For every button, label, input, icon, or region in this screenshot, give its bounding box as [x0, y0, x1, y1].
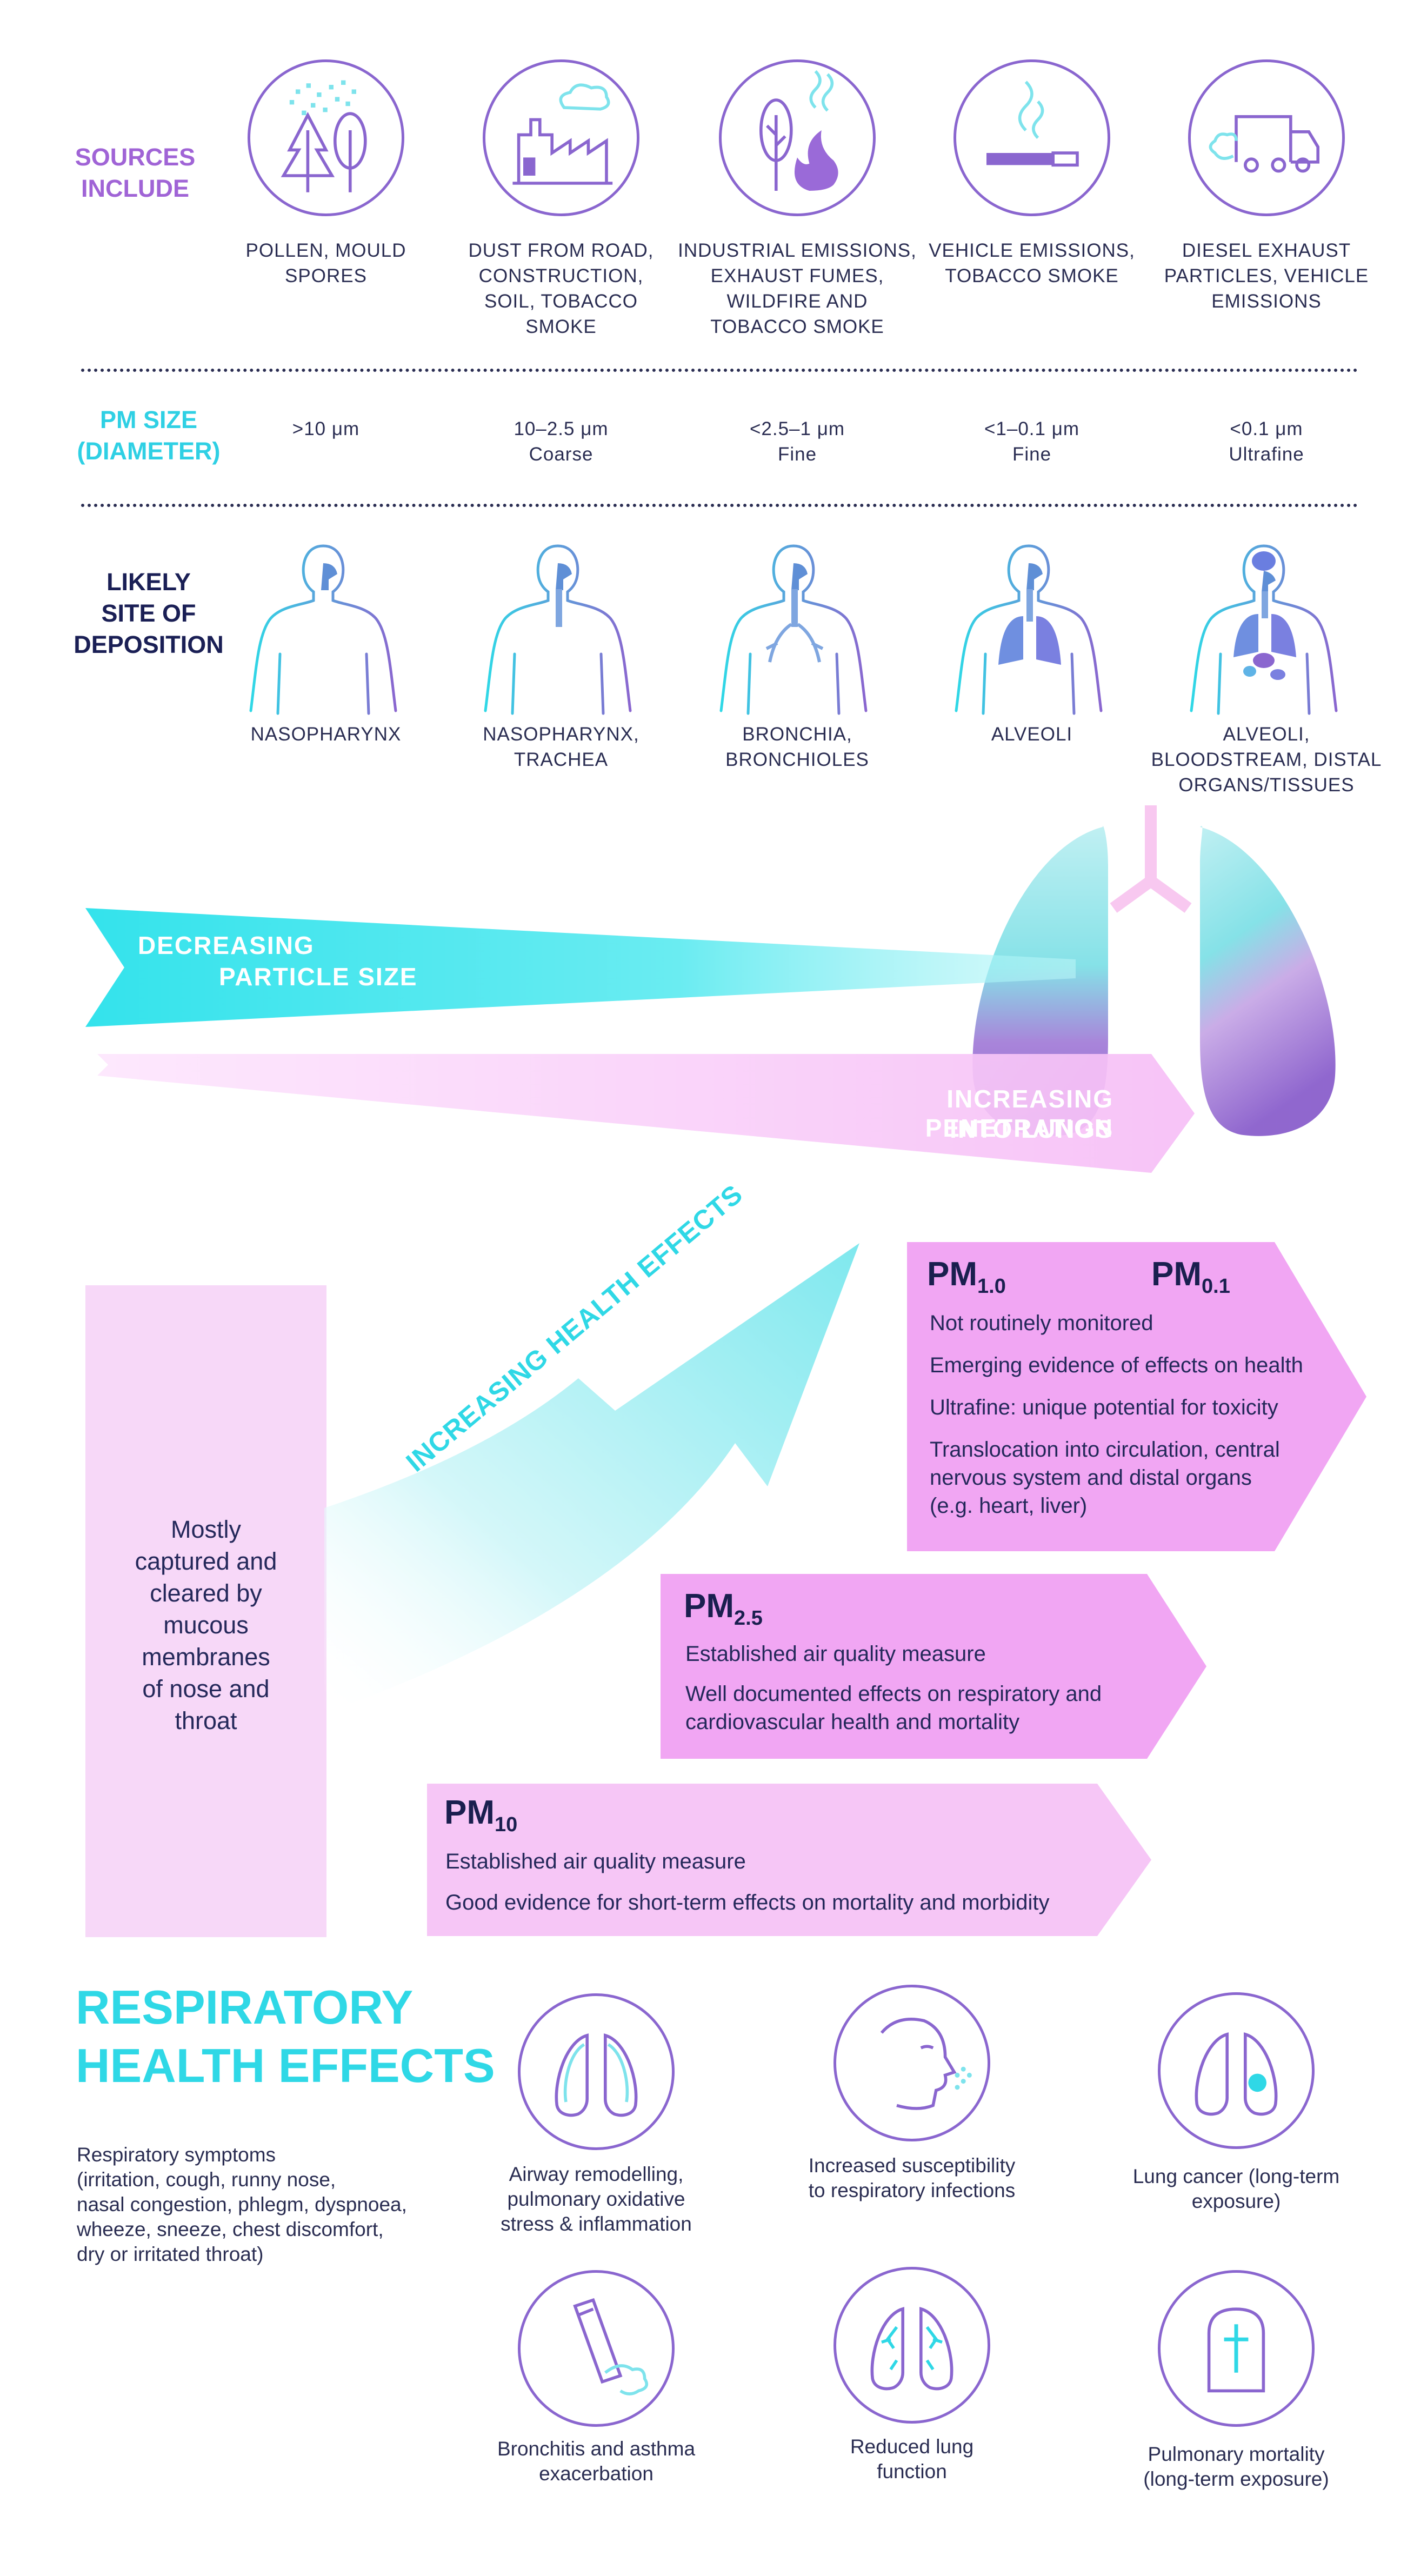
health-effects-arrow — [324, 1243, 859, 1713]
respiratory-heading: RESPIRATORY HEALTH EFFECTS — [76, 1978, 495, 2095]
pm10-title: PM10 — [444, 1794, 518, 1836]
mostly-captured-panel — [85, 1285, 326, 1937]
pm-size-value: <2.5–1 μm — [749, 418, 845, 439]
lung-cancer-icon — [1158, 1992, 1315, 2149]
effect-label-mortality: Pulmonary mortality (long-term exposure) — [1143, 2443, 1329, 2490]
body-figure-bronchia — [712, 535, 875, 719]
pm1-fact: Translocation into circulation, central … — [930, 1438, 1280, 1518]
pm-size-value: >10 μm — [292, 418, 360, 439]
effect-label-airway: Airway remodelling, pulmonary oxidative … — [501, 2163, 692, 2235]
pm-size-label: Fine — [777, 444, 817, 465]
deposition-label: ALVEOLI — [991, 724, 1073, 745]
increasing-arrow-label: INCREASING PENETRATION — [925, 1085, 1113, 1142]
mostly-captured-text: Mostly captured and cleared by mucous me… — [135, 1516, 277, 1734]
deposition-row-heading: LIKELY SITE OF DEPOSITION — [74, 568, 224, 658]
deposition-label: BRONCHIA, BRONCHIOLES — [725, 724, 869, 770]
pm25-card — [661, 1574, 1206, 1759]
respiratory-symptoms-text: Respiratory symptoms (irritation, cough,… — [77, 2144, 407, 2265]
source-label-industrial: INDUSTRIAL EMISSIONS, EXHAUST FUMES, WIL… — [678, 240, 917, 337]
pm-size-value: <0.1 μm — [1230, 418, 1303, 439]
effect-label-cancer: Lung cancer (long-term exposure) — [1132, 2165, 1340, 2212]
pm1-fact: Ultrafine: unique potential for toxicity — [930, 1396, 1278, 1419]
pm-size-label: Coarse — [529, 444, 594, 465]
pm-size-label: Ultrafine — [1229, 444, 1304, 465]
wildfire-icon — [719, 59, 876, 216]
pm10-card — [427, 1784, 1151, 1936]
pm10-fact: Good evidence for short-term effects on … — [445, 1891, 1050, 1914]
decreasing-arrow-label: PARTICLE SIZE — [219, 963, 418, 991]
deposition-label: ALVEOLI, BLOODSTREAM, DISTAL ORGANS/TISS… — [1151, 724, 1382, 796]
cigarette-icon — [953, 59, 1110, 216]
respiratory-heading-line: HEALTH EFFECTS — [76, 2039, 495, 2092]
source-label-dust: DUST FROM ROAD, CONSTRUCTION, SOIL, TOBA… — [468, 240, 654, 337]
pm-size-value: <1–0.1 μm — [984, 418, 1080, 439]
body-figure-bloodstream — [1183, 535, 1345, 719]
source-label-pollen: POLLEN, MOULD SPORES — [245, 240, 406, 286]
sources-row-heading: SOURCES INCLUDE — [75, 143, 196, 202]
effect-label-infection: Increased susceptibility to respiratory … — [808, 2154, 1016, 2201]
airway-lungs-icon — [518, 1993, 675, 2150]
penetration-diagram — [85, 805, 1336, 1173]
pm25-fact: Well documented effects on respiratory a… — [685, 1682, 1102, 1734]
divider-dotted — [81, 504, 1358, 507]
inhaler-icon — [518, 2270, 675, 2427]
pm25-title: PM2.5 — [684, 1587, 763, 1630]
pollen-trees-icon — [248, 59, 404, 216]
pm-size-label: Fine — [1012, 444, 1052, 465]
respiratory-heading-line: RESPIRATORY — [76, 1980, 414, 2034]
body-figure-trachea — [477, 535, 639, 719]
decreasing-arrow-label: DECREASING — [138, 931, 315, 959]
tombstone-icon — [1158, 2270, 1315, 2427]
deposition-label: NASOPHARYNX — [250, 724, 402, 745]
diesel-truck-icon — [1188, 59, 1345, 216]
pm-size-row-heading: PM SIZE (DIAMETER) — [77, 406, 221, 465]
pm1-fact: Emerging evidence of effects on health — [930, 1353, 1303, 1377]
effect-label-lung-function: Reduced lung function — [850, 2435, 974, 2482]
reduced-lung-icon — [833, 2267, 990, 2424]
pm01-title: PM0.1 — [1151, 1256, 1230, 1298]
source-label-diesel: DIESEL EXHAUST PARTICLES, VEHICLE EMISSI… — [1164, 240, 1369, 312]
pm-size-value: 10–2.5 μm — [514, 418, 609, 439]
dust-road-icon — [483, 59, 639, 216]
pm25-fact: Established air quality measure — [685, 1642, 986, 1666]
pm1-fact: Not routinely monitored — [930, 1311, 1153, 1335]
pm1-title: PM1.0 — [927, 1256, 1006, 1298]
effect-label-inhaler: Bronchitis and asthma exacerbation — [497, 2438, 696, 2485]
pm1-card — [907, 1242, 1366, 1551]
source-label-vehicle: VEHICLE EMISSIONS, TOBACCO SMOKE — [929, 240, 1135, 286]
deposition-label: NASOPHARYNX, TRACHEA — [483, 724, 639, 770]
increasing-arrow-label: INTO LUNGS — [950, 1115, 1113, 1143]
infection-face-icon — [833, 1985, 990, 2141]
body-figure-nasopharynx — [242, 535, 404, 719]
divider-dotted — [81, 369, 1358, 372]
body-figure-alveoli — [948, 535, 1110, 719]
pm10-fact: Established air quality measure — [445, 1850, 746, 1873]
